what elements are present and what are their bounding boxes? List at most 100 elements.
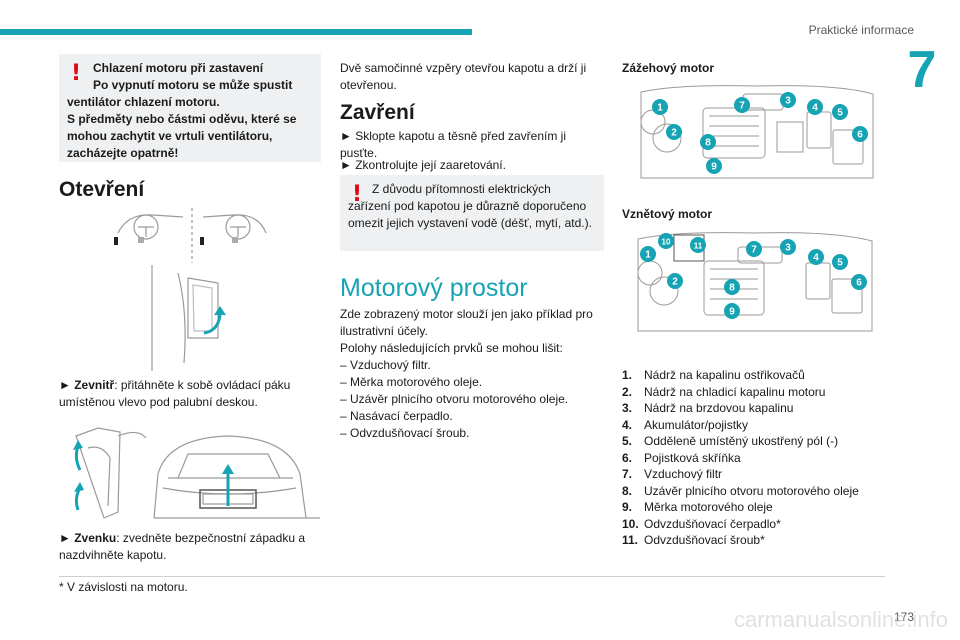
cooling-warning-title: Chlazení motoru při zastavení xyxy=(93,61,264,75)
opening-title: Otevření xyxy=(59,178,145,201)
callout-marker xyxy=(640,246,656,262)
legend-item-number: 9. xyxy=(622,500,633,514)
legend-item: 4.Akumulátor/pojistky xyxy=(622,417,884,434)
engine-bay-title: Motorový prostor xyxy=(340,274,528,302)
callout-marker xyxy=(832,254,848,270)
footer-divider xyxy=(59,576,885,577)
callout-number: 6 xyxy=(856,278,862,289)
legend-item-text: Měrka motorového oleje xyxy=(644,500,773,514)
callout-number: 5 xyxy=(837,258,843,269)
engine-bay-line: – Odvzdušňovací šroub. xyxy=(340,426,470,440)
engine-bay-line: Polohy následujících prvků se mohou liši… xyxy=(340,341,563,355)
inside-text: : přitáhněte k sobě ovládací páku umístě… xyxy=(59,378,291,409)
closing-step-2: ► Zkontrolujte její zaaretování. xyxy=(340,158,506,172)
page-number: 173 xyxy=(893,610,914,624)
exclamation-icon: ! xyxy=(71,61,82,86)
cooling-warning-line1: Po vypnutí motoru se může spustit ventil… xyxy=(67,78,293,109)
footnote: * V závislosti na motoru. xyxy=(59,580,188,594)
callout-marker xyxy=(734,97,750,113)
engine-bay-text: Zde zobrazený motor slouží jen jako přík… xyxy=(340,306,604,442)
legend-item: 8.Uzávěr plnicího otvoru motorového olej… xyxy=(622,483,884,500)
callout-number: 5 xyxy=(837,108,843,119)
callout-number: 2 xyxy=(671,128,677,139)
legend-item: 1. Nádrž na kapalinu ostřikovačů xyxy=(622,367,884,384)
callout-number: 2 xyxy=(672,277,678,288)
legend-item-number: 2. xyxy=(622,384,633,399)
callout-number: 3 xyxy=(785,96,791,107)
engine-bay-line: – Měrka motorového oleje. xyxy=(340,375,483,389)
engine-bay-line: – Uzávěr plnicího otvoru motorového olej… xyxy=(340,392,569,406)
callout-marker xyxy=(807,99,823,115)
legend-item: 7. Vzduchový filtr xyxy=(622,466,884,483)
engine-components-legend: 1. Nádrž na kapalinu ostřikovačů 2. Nádrž n… xyxy=(622,367,884,549)
outside-text: : zvedněte bezpečnostní západku a nazdvi… xyxy=(59,531,306,562)
callout-number: 3 xyxy=(785,243,791,254)
diesel-engine-title: Vznětový motor xyxy=(622,207,713,221)
exterior-safety-catch-illustration xyxy=(73,427,320,519)
legend-item-number: 5. xyxy=(622,434,633,448)
legend-item-text: Nádrž na chladicí kapalinu motoru xyxy=(644,384,826,399)
cooling-warning-line2: S předměty nebo částmi oděvu, které se m… xyxy=(67,112,297,160)
petrol-engine-title: Zážehový motor xyxy=(622,61,715,75)
callout-number: 4 xyxy=(812,103,818,114)
legend-item-number: 6. xyxy=(622,450,633,465)
legend-item-text: Pojistková skříňka xyxy=(644,450,741,465)
callout-marker xyxy=(666,124,682,140)
callout-number: 1 xyxy=(657,103,663,114)
callout-marker xyxy=(780,239,796,255)
inside-label: ► Zevnitř xyxy=(59,378,115,392)
engine-bay-line: Zde zobrazený motor slouží jen jako přík… xyxy=(340,307,593,338)
callout-marker xyxy=(690,237,706,253)
callout-number: 10 xyxy=(662,238,671,247)
legend-item-text: Vzduchový filtr xyxy=(644,467,723,481)
legend-item-text: Odvzdušňovací čerpadlo* xyxy=(644,516,781,531)
cooling-warning-box: ! Chlazení motoru při zastavení Po vypnu… xyxy=(59,54,321,162)
watermark: carmanualsonline.info xyxy=(733,607,948,632)
callout-number: 9 xyxy=(729,307,735,318)
callout-marker xyxy=(808,249,824,265)
callout-marker xyxy=(667,273,683,289)
interior-release-lever-illustration xyxy=(114,208,267,371)
legend-item-number: 3. xyxy=(622,401,633,415)
closing-title: Zavření xyxy=(340,101,415,124)
legend-item-number: 7. xyxy=(622,467,633,481)
legend-item-text: Nádrž na kapalinu ostřikovačů xyxy=(644,368,805,382)
callout-marker xyxy=(706,158,722,174)
callout-marker xyxy=(852,126,868,142)
engine-bay-line: – Vzduchový filtr. xyxy=(340,358,431,372)
callout-marker xyxy=(652,99,668,115)
water-warning-box: ! Z důvodu přítomnosti elektrických zaří… xyxy=(340,175,604,251)
callout-marker xyxy=(724,303,740,319)
callout-marker xyxy=(746,241,762,257)
chapter-number: 7 xyxy=(907,41,937,99)
struts-intro: Dvě samočinné vzpěry otevřou kapotu a dr… xyxy=(340,61,587,92)
callout-marker xyxy=(780,92,796,108)
legend-item-number: 1. xyxy=(622,368,633,382)
water-warning-text: Z důvodu přítomnosti elektrických zaříze… xyxy=(348,182,592,230)
callout-number: 8 xyxy=(729,283,735,294)
closing-step-1: ► Sklopte kapotu a těsně před zavřením j… xyxy=(340,129,566,160)
exclamation-icon: ! xyxy=(352,182,363,207)
chapter-title: Praktické informace xyxy=(808,23,914,37)
legend-item-number: 4. xyxy=(622,417,633,432)
legend-item: 3.Nádrž na brzdovou kapalinu xyxy=(622,400,884,417)
legend-item: 6. Pojistková skříňka xyxy=(622,450,884,467)
opening-outside-instruction: ► Zvenku: zvedněte bezpečnostní západku … xyxy=(59,530,321,564)
callout-marker xyxy=(724,279,740,295)
callout-marker xyxy=(832,104,848,120)
callout-number: 7 xyxy=(739,101,745,112)
callout-number: 1 xyxy=(645,250,651,261)
legend-item: 10.Odvzdušňovací čerpadlo* xyxy=(622,516,884,533)
callout-marker xyxy=(658,233,674,249)
legend-item: 5.Odděleně umístěný ukostřený pól (-) xyxy=(622,433,884,450)
legend-item: 2. Nádrž na chladicí kapalinu motoru xyxy=(622,384,884,401)
callout-number: 6 xyxy=(857,130,863,141)
callout-number: 9 xyxy=(711,162,717,173)
callout-marker xyxy=(700,134,716,150)
legend-item-number: 11. xyxy=(622,533,639,547)
legend-item-number: 8. xyxy=(622,483,633,498)
